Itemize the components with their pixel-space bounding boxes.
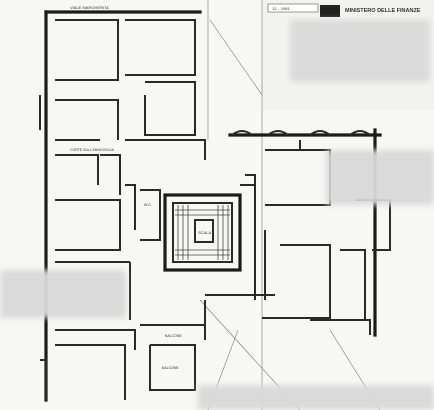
stamp-title: MINISTERO DELLE FINANZE (345, 8, 421, 14)
side-label: CORTE SULL'ANNOVIGLIA (70, 148, 115, 152)
stamp-date: 12 ...1981 (272, 6, 291, 11)
wc-label: W.C. (144, 203, 152, 207)
redaction-block-east (326, 150, 434, 205)
redaction-block-west (0, 270, 126, 318)
balcony-label-1: BALCONE (165, 334, 182, 338)
stair-label: SCALA (198, 230, 211, 235)
redaction-block-bottom (198, 385, 434, 410)
street-label: VIALE MARGHERITA (70, 5, 109, 10)
balcony-label-2: BALCONE (162, 366, 179, 370)
redaction-block-stamp (290, 20, 430, 82)
